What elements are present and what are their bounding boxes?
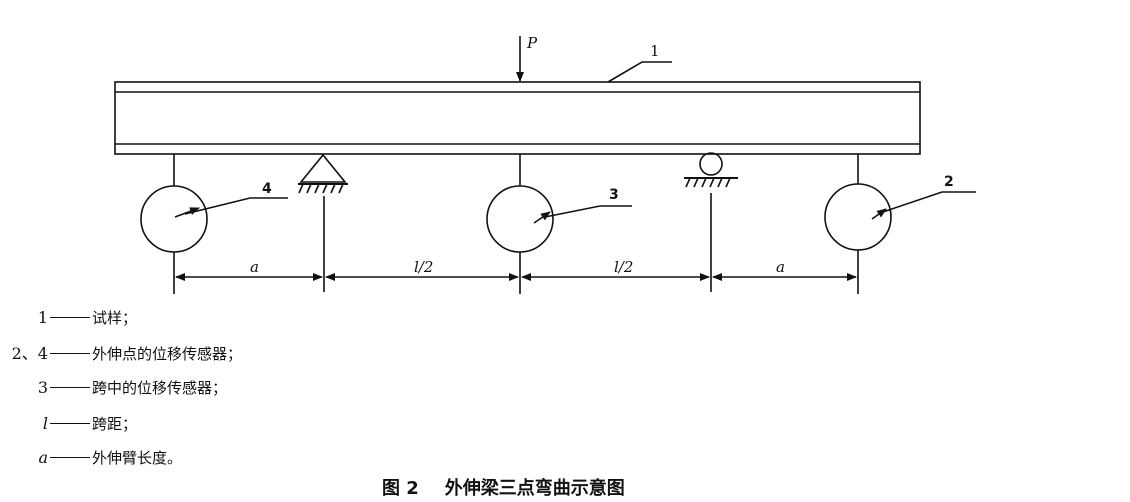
legend-symbol: 2、4 — [11, 344, 48, 363]
dimension-label-half-span-left: l/2 — [414, 258, 433, 276]
legend-item: 1 试样； — [0, 306, 137, 330]
legend-dash — [50, 457, 90, 458]
dimension-label-a-left: a — [250, 258, 259, 276]
legend-item: a 外伸臂长度。 — [0, 446, 182, 470]
callout-3-label: 3 — [609, 187, 619, 203]
legend-text: 试样； — [92, 309, 138, 327]
figure-caption: 图 2 外伸梁三点弯曲示意图 — [382, 474, 651, 500]
legend-dash — [50, 317, 90, 318]
figure-title: 外伸梁三点弯曲示意图 — [444, 478, 625, 499]
figure-number: 图 2 — [382, 478, 419, 499]
beam-diagram: P 1 4 3 2 a l/2 l/2 a — [114, 34, 976, 294]
legend-symbol: a — [38, 448, 48, 467]
legend-symbol: 1 — [37, 308, 48, 327]
callout-4-label: 4 — [262, 181, 272, 197]
dimension-label-a-right: a — [776, 258, 785, 276]
roller-support — [684, 152, 738, 292]
load-label: P — [526, 34, 538, 52]
callout-2-label: 2 — [944, 174, 954, 190]
dimension-label-half-span-right: l/2 — [614, 258, 633, 276]
displacement-sensor-2 — [824, 154, 976, 294]
legend-item: l 跨距； — [0, 412, 137, 436]
callout-1-label: 1 — [650, 42, 660, 60]
legend-item: 3 跨中的位移传感器； — [0, 376, 227, 400]
legend-text: 跨中的位移传感器； — [92, 379, 228, 397]
displacement-sensor-4 — [140, 154, 288, 294]
beam-specimen — [114, 81, 921, 155]
legend-text: 外伸点的位移传感器； — [92, 345, 243, 363]
legend-text: 外伸臂长度。 — [92, 449, 183, 467]
legend-dash — [50, 387, 90, 388]
callout-1-leader — [607, 61, 672, 83]
legend-dash — [50, 423, 90, 424]
legend-text: 跨距； — [92, 415, 138, 433]
pin-support — [298, 153, 348, 292]
legend-dash — [50, 353, 90, 354]
legend-item: 2、4 外伸点的位移传感器； — [0, 342, 242, 366]
legend-symbol: l — [42, 414, 48, 433]
displacement-sensor-3 — [486, 154, 632, 294]
legend-symbol: 3 — [37, 378, 48, 397]
